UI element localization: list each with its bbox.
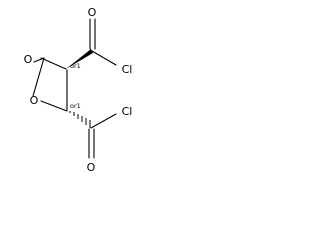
stereo-label-c4: or1 <box>70 102 81 110</box>
atom-o-ring-bottom: O <box>30 94 39 107</box>
acyl-chloride-top <box>89 18 117 66</box>
stereo-label-c5: or1 <box>70 62 81 70</box>
atom-cl-bottom: Cl <box>122 105 133 118</box>
atom-o-carbonyl-top: O <box>88 6 97 19</box>
atom-o-carbonyl-bottom: O <box>87 161 96 174</box>
bond-c-cl-bottom <box>90 113 117 129</box>
bond-c-cl-top <box>91 50 117 66</box>
dioxolane-ring <box>32 57 68 112</box>
atom-cl-top: Cl <box>122 63 133 76</box>
bond-o3-c4 <box>40 100 68 112</box>
bond-c2-o3 <box>32 57 45 97</box>
wedge-bond-top <box>66 49 93 69</box>
acyl-chloride-bottom <box>88 113 117 159</box>
atom-o-ring-top: O <box>24 53 33 66</box>
hashed-bond-bottom <box>69 111 91 128</box>
bond-o1-c5 <box>40 57 67 70</box>
chemical-structure: O O O O Cl Cl or1 or1 <box>24 6 133 174</box>
